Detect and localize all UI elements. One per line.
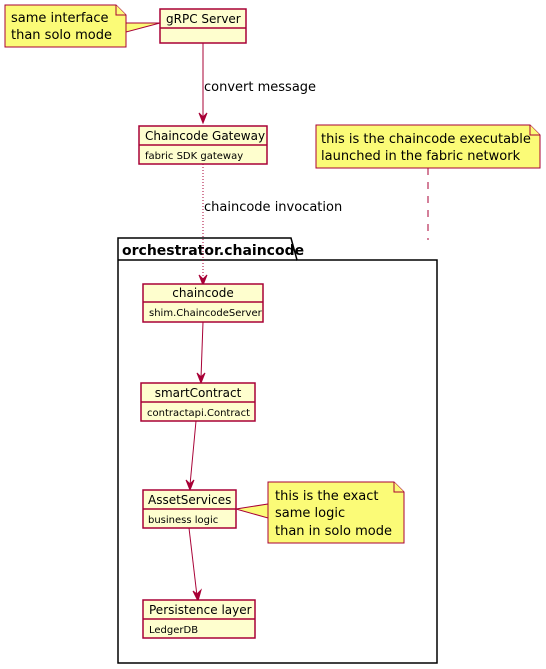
- node-title: Chaincode Gateway: [145, 129, 265, 143]
- note-line: than in solo mode: [275, 524, 392, 539]
- note-fold: [393, 482, 404, 493]
- note-line: this is the exact: [275, 489, 379, 504]
- arrowhead: [185, 479, 195, 492]
- node-chaincode[interactable]: chaincode shim.ChaincodeServer: [142, 283, 264, 323]
- note-same-logic: this is the exact same logic than in sol…: [267, 481, 405, 544]
- node-title: chaincode: [172, 286, 233, 300]
- edge-label: convert message: [204, 80, 316, 95]
- edge-line: [189, 420, 197, 486]
- note-shape: [315, 124, 541, 169]
- note-solo-interface: same interface than solo mode: [4, 4, 127, 48]
- note-line: this is the chaincode executable: [321, 132, 531, 147]
- edge-grpc-to-gateway: convert message: [198, 43, 316, 125]
- edge-smartcontract-to-assetservices: [185, 420, 197, 492]
- note-fold: [115, 5, 126, 16]
- node-grpc-server[interactable]: gRPC Server: [159, 8, 247, 44]
- note-line: same interface: [11, 11, 109, 26]
- node-box: [142, 283, 264, 323]
- arrowhead: [198, 274, 208, 287]
- node-assetservices[interactable]: AssetServices business logic: [142, 489, 237, 529]
- note-line: same logic: [275, 506, 345, 521]
- edge-chaincode-to-smartcontract: [196, 321, 206, 385]
- node-title: smartContract: [155, 386, 242, 400]
- package-title: orchestrator.chaincode: [122, 243, 304, 259]
- note-pointer: [125, 22, 161, 33]
- node-chaincode-gateway[interactable]: Chaincode Gateway fabric SDK gateway: [138, 125, 268, 165]
- node-smartcontract[interactable]: smartContract contractapi.Contract: [140, 382, 256, 422]
- node-title: AssetServices: [148, 493, 231, 507]
- note-fold: [529, 125, 540, 136]
- arrowhead: [196, 372, 206, 385]
- node-subtitle: business logic: [148, 515, 218, 526]
- arrowhead: [198, 112, 208, 125]
- edge-line: [188, 527, 198, 597]
- edge-gateway-to-chaincode: chaincode invocation: [198, 164, 342, 287]
- node-box: [159, 8, 247, 44]
- note-line: launched in the fabric network: [321, 149, 521, 164]
- node-persistence-layer[interactable]: Persistence layer LedgerDB: [142, 599, 256, 639]
- note-chaincode-executable: this is the chaincode executable launche…: [315, 124, 541, 169]
- package-frame: [117, 237, 438, 664]
- node-title: gRPC Server: [166, 12, 241, 26]
- node-subtitle: contractapi.Contract: [147, 408, 250, 419]
- edge-assetservices-to-persistence: [188, 527, 202, 603]
- edge-label: chaincode invocation: [204, 200, 342, 215]
- package-orchestrator-chaincode: orchestrator.chaincode: [117, 237, 438, 664]
- node-subtitle: shim.ChaincodeServer: [149, 308, 263, 319]
- note-line: than solo mode: [11, 28, 112, 43]
- node-title: Persistence layer: [149, 603, 252, 617]
- edge-line: [200, 321, 204, 379]
- node-subtitle: fabric SDK gateway: [145, 151, 243, 162]
- node-subtitle: LedgerDB: [149, 625, 198, 636]
- arrowhead: [192, 588, 202, 603]
- note-shape: [267, 481, 405, 544]
